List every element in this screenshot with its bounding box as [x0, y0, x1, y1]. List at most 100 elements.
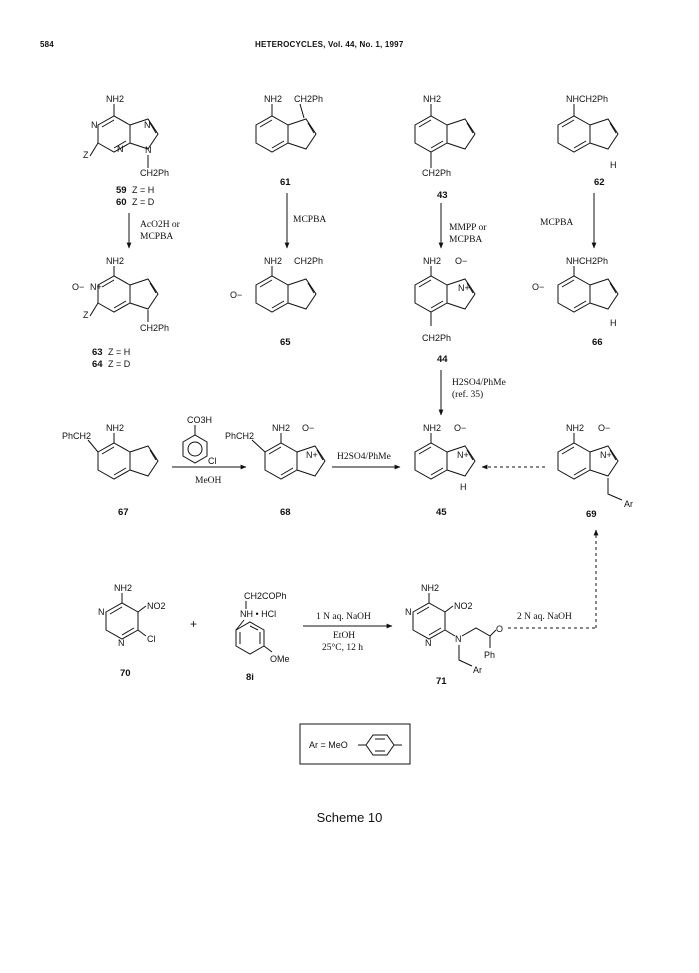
reagent-label: (ref. 35) [452, 389, 483, 400]
reagent-label: EtOH [333, 631, 355, 641]
compound-label: 59 [116, 185, 127, 196]
atom-label: N [117, 144, 124, 154]
compound-66-structure: NHCH2Ph O− H 66 [532, 256, 619, 348]
atom-label: N+ [306, 450, 318, 460]
compound-59-structure: NH2 N Z N N N CH2Ph 59 Z = H 60 Z = D [83, 94, 169, 208]
atom-label: NO2 [454, 601, 473, 611]
atom-label: Ar [473, 665, 482, 675]
atom-label: N+ [600, 450, 612, 460]
compound-8i-structure: CH2COPh NH • HCl OMe 8i [235, 591, 290, 683]
reagent-label: MeOH [195, 476, 222, 486]
atom-label: Cl [147, 634, 156, 644]
atom-label: CH2COPh [244, 591, 287, 601]
atom-label: PhCH2 [62, 431, 91, 441]
compound-65-structure: NH2 CH2Ph O− 65 [230, 256, 323, 348]
compound-label: 65 [280, 337, 291, 348]
compound-label: 68 [280, 507, 291, 518]
atom-label: NH2 [106, 423, 124, 433]
reagent-label: 2 N aq. NaOH [517, 612, 572, 622]
atom-label: CH2Ph [140, 323, 169, 333]
reagent-label: 25°C, 12 h [322, 642, 363, 653]
atom-label: CH2Ph [422, 333, 451, 343]
atom-label: N [455, 634, 462, 644]
atom-label: NH2 [566, 423, 584, 433]
atom-label: CH2Ph [422, 168, 451, 178]
scheme-caption: Scheme 10 [316, 810, 383, 825]
atom-label: Ph [484, 650, 495, 660]
reagent-label: MCPBA [140, 232, 173, 242]
atom-label: O− [302, 423, 314, 433]
plus-sign: + [190, 617, 197, 631]
reagent-label: 1 N aq. NaOH [316, 612, 371, 622]
compound-63-structure: NH2 O− N+ Z CH2Ph 63 Z = H 64 Z = D [72, 256, 169, 370]
compound-45-structure: NH2 O− N+ H 45 [414, 423, 476, 518]
atom-label: N [144, 120, 151, 130]
atom-label: NH2 [423, 94, 441, 104]
compound-label: 71 [436, 676, 447, 687]
atom-label: PhCH2 [225, 431, 254, 441]
atom-label: O− [532, 282, 544, 292]
reagent-label: MCPBA [540, 218, 573, 228]
atom-label: NH2 [272, 423, 290, 433]
atom-label: CH2Ph [294, 256, 323, 266]
mcpba-structure: CO3H Cl [182, 415, 217, 466]
atom-label: NHCH2Ph [566, 256, 608, 266]
atom-label: N [145, 145, 152, 155]
compound-70-structure: NH2 N N NO2 Cl 70 [98, 583, 166, 679]
atom-label: N+ [90, 282, 102, 292]
atom-label: OMe [270, 654, 290, 664]
atom-label: Cl [208, 456, 217, 466]
atom-label: N [91, 120, 98, 130]
compound-note: Z = D [132, 197, 155, 207]
compound-label: 61 [280, 177, 291, 188]
compound-note: Z = H [108, 347, 130, 357]
compound-label: 45 [436, 507, 447, 518]
journal-header: HETEROCYCLES, Vol. 44, No. 1, 1997 [255, 40, 404, 49]
atom-label: O [496, 624, 503, 634]
reagent-label: AcO2H or [140, 220, 181, 230]
atom-label: N [118, 638, 125, 648]
reagent-label: MMPP or [449, 223, 487, 233]
atom-label: N+ [457, 450, 469, 460]
compound-61-structure: NH2 CH2Ph 61 [255, 94, 323, 188]
compound-label: 43 [437, 190, 448, 201]
atom-label: NH2 [423, 423, 441, 433]
compound-43-structure: NH2 CH2Ph 43 [414, 94, 476, 201]
atom-label: CH2Ph [140, 168, 169, 178]
atom-label: NH2 [106, 94, 124, 104]
atom-label: NH2 [264, 256, 282, 266]
ar-definition-box: Ar = MeO [299, 723, 411, 765]
compound-label: 8i [246, 672, 254, 683]
atom-label: NH2 [106, 256, 124, 266]
atom-label: O− [598, 423, 610, 433]
reagent-label: H2SO4/PhMe [337, 452, 391, 462]
compound-label: 67 [118, 507, 129, 518]
atom-label: CO3H [187, 415, 212, 425]
atom-label: NH2 [423, 256, 441, 266]
atom-label: H [610, 160, 617, 170]
page-number: 584 [40, 40, 54, 49]
atom-label: O− [230, 290, 242, 300]
compound-69-structure: NH2 O− N+ Ar 69 [557, 423, 633, 520]
atom-label: NH2 [264, 94, 282, 104]
atom-label: Ar [624, 499, 633, 509]
atom-label: H [460, 482, 467, 492]
atom-label: Z [83, 310, 89, 320]
atom-label: Z [83, 150, 89, 160]
atom-label: N+ [458, 283, 470, 293]
atom-label: NHCH2Ph [566, 94, 608, 104]
atom-label: NO2 [147, 601, 166, 611]
compound-note: Z = D [108, 359, 131, 369]
compound-label: 66 [592, 337, 603, 348]
compound-67-structure: NH2 PhCH2 67 [62, 423, 159, 518]
atom-label: NH2 [421, 583, 439, 593]
reagent-label: MCPBA [293, 215, 326, 225]
compound-label: 44 [437, 354, 448, 365]
atom-label: H [610, 318, 617, 328]
atom-label: O− [72, 282, 84, 292]
compound-label: 70 [120, 668, 131, 679]
compound-note: Z = H [132, 185, 154, 195]
compound-label: 63 [92, 347, 103, 358]
compound-62-structure: NHCH2Ph H 62 [557, 94, 619, 188]
